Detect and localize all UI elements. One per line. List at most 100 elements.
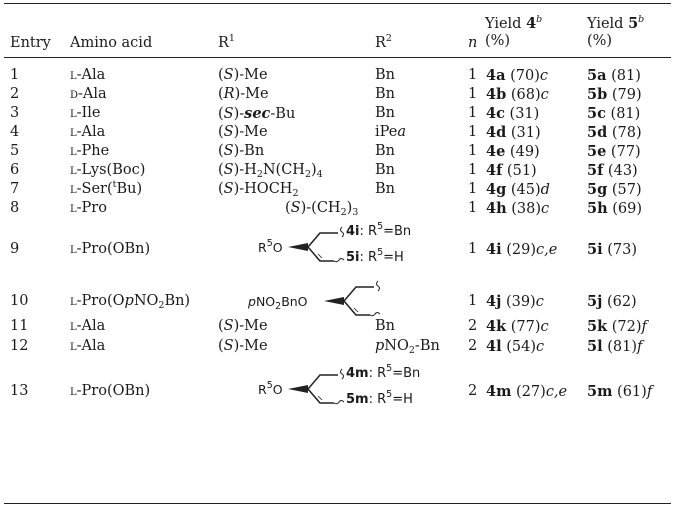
structure-label-5: 5m: R5=H bbox=[346, 389, 413, 407]
entry-number: 8 bbox=[10, 200, 20, 216]
r2-substituent: Bn bbox=[375, 143, 395, 159]
r1-substituent: (S)-Me bbox=[218, 338, 268, 354]
entry-number: 2 bbox=[10, 86, 20, 102]
entry-number: 9 bbox=[10, 241, 20, 257]
r1-substituent: (S)-Me bbox=[218, 124, 268, 140]
entry-number: 13 bbox=[10, 383, 29, 399]
n-value: 1 bbox=[468, 293, 478, 309]
n-value: 1 bbox=[468, 181, 478, 197]
header-r2: R2 bbox=[375, 33, 392, 51]
yield-4: 4h (38)c bbox=[486, 200, 550, 217]
entry-number: 5 bbox=[10, 143, 20, 159]
yield-4: 4k (77)c bbox=[486, 318, 549, 335]
r2-substituent: Bn bbox=[375, 86, 395, 102]
yield-5: 5h (69) bbox=[587, 200, 643, 217]
amino-acid: l-Ala bbox=[70, 124, 106, 140]
header-amino-acid: Amino acid bbox=[70, 35, 153, 51]
yield-5: 5k (72)f bbox=[587, 318, 647, 335]
r1-substituent: (R)-Me bbox=[218, 86, 269, 102]
n-value: 1 bbox=[468, 162, 478, 178]
yield-5: 5c (81) bbox=[587, 105, 641, 122]
r1-substituent: (S)-Me bbox=[218, 318, 268, 334]
r2-substituent: Bn bbox=[375, 67, 395, 83]
n-value: 1 bbox=[468, 86, 478, 102]
amino-acid: l-Pro bbox=[70, 200, 107, 216]
r1-substituent: (S)-Bn bbox=[218, 143, 265, 159]
n-value: 1 bbox=[468, 105, 478, 121]
entry-number: 12 bbox=[10, 338, 29, 354]
structure-label-5: 5i: R5=H bbox=[346, 247, 404, 265]
structure-oxygen-label: R5O bbox=[258, 238, 283, 255]
r1-substituent: (S)-Me bbox=[218, 67, 268, 83]
entry-number: 4 bbox=[10, 124, 20, 140]
yield-4: 4e (49) bbox=[486, 143, 540, 160]
entry-number: 3 bbox=[10, 105, 20, 121]
r1-r2-ring-substituent: (S)-(CH2)3 bbox=[285, 200, 359, 218]
yield-5: 5e (77) bbox=[587, 143, 641, 160]
entry-number: 6 bbox=[10, 162, 20, 178]
header-yield5: Yield 5b(%) bbox=[587, 14, 645, 49]
amino-acid: l-Ser(tBu) bbox=[70, 179, 143, 197]
r2-substituent: iPea bbox=[375, 124, 406, 140]
yield-4: 4i (29)c,e bbox=[486, 241, 558, 258]
yield-4: 4a (70)c bbox=[486, 67, 548, 84]
amino-acid: l-Ala bbox=[70, 67, 106, 83]
amino-acid: l-Ile bbox=[70, 105, 101, 121]
yield-5: 5l (81)f bbox=[587, 338, 643, 355]
yield-5: 5j (62) bbox=[587, 293, 637, 310]
pyrrolidine-ring-icon bbox=[324, 280, 381, 317]
yield-4: 4d (31) bbox=[486, 124, 541, 141]
yield-5: 5d (78) bbox=[587, 124, 642, 141]
header-r1: R1 bbox=[218, 33, 235, 51]
r2-substituent: Bn bbox=[375, 181, 395, 197]
yield-5: 5b (79) bbox=[587, 86, 642, 103]
yield-4: 4f (51) bbox=[486, 162, 537, 179]
yield-5: 5g (57) bbox=[587, 181, 642, 198]
r2-substituent: Bn bbox=[375, 162, 395, 178]
n-value: 1 bbox=[468, 200, 478, 216]
structure-oxygen-label: pNO2BnO bbox=[248, 294, 308, 312]
yield-5: 5a (81) bbox=[587, 67, 641, 84]
entry-number: 11 bbox=[10, 318, 29, 334]
r1-substituent: (S)-H2N(CH2)4 bbox=[218, 162, 323, 180]
r1-substituent: (S)-HOCH2 bbox=[218, 181, 299, 199]
entry-number: 1 bbox=[10, 67, 20, 83]
structure-label-4: 4m: R5=Bn bbox=[346, 363, 421, 381]
amino-acid: l-Ala bbox=[70, 318, 106, 334]
header-entry: Entry bbox=[10, 35, 51, 51]
yield-4: 4l (54)c bbox=[486, 338, 545, 355]
pyrrolidine-ring-icon bbox=[288, 368, 345, 405]
n-value: 1 bbox=[468, 124, 478, 140]
yield-4: 4j (39)c bbox=[486, 293, 544, 310]
yield-4: 4g (45)d bbox=[486, 181, 550, 198]
n-value: 2 bbox=[468, 318, 478, 334]
amino-acid: l-Pro(OpNO2Bn) bbox=[70, 293, 191, 311]
top-rule bbox=[4, 3, 671, 4]
r2-substituent: Bn bbox=[375, 105, 395, 121]
yield-5: 5m (61)f bbox=[587, 383, 653, 400]
bottom-rule bbox=[4, 503, 671, 504]
amino-acid: l-Ala bbox=[70, 338, 106, 354]
amino-acid: l-Pro(OBn) bbox=[70, 241, 151, 257]
r2-substituent: Bn bbox=[375, 318, 395, 334]
structure-oxygen-label: R5O bbox=[258, 380, 283, 397]
yield-4: 4c (31) bbox=[486, 105, 540, 122]
amino-acid: l-Phe bbox=[70, 143, 110, 159]
yield-5: 5i (73) bbox=[587, 241, 637, 258]
n-value: 1 bbox=[468, 241, 478, 257]
yield-5: 5f (43) bbox=[587, 162, 638, 179]
structure-label-4: 4i: R5=Bn bbox=[346, 221, 412, 239]
n-value: 1 bbox=[468, 67, 478, 83]
header-rule bbox=[4, 57, 671, 58]
yield-4: 4m (27)c,e bbox=[486, 383, 568, 400]
n-value: 2 bbox=[468, 383, 478, 399]
header-yield4: Yield 4b(%) bbox=[485, 14, 543, 49]
n-value: 1 bbox=[468, 143, 478, 159]
pyrrolidine-ring-icon bbox=[288, 226, 345, 263]
amino-acid: d-Ala bbox=[70, 86, 107, 102]
amino-acid: l-Lys(Boc) bbox=[70, 162, 146, 178]
entry-number: 10 bbox=[10, 293, 29, 309]
entry-number: 7 bbox=[10, 181, 20, 197]
yield-4: 4b (68)c bbox=[486, 86, 549, 103]
